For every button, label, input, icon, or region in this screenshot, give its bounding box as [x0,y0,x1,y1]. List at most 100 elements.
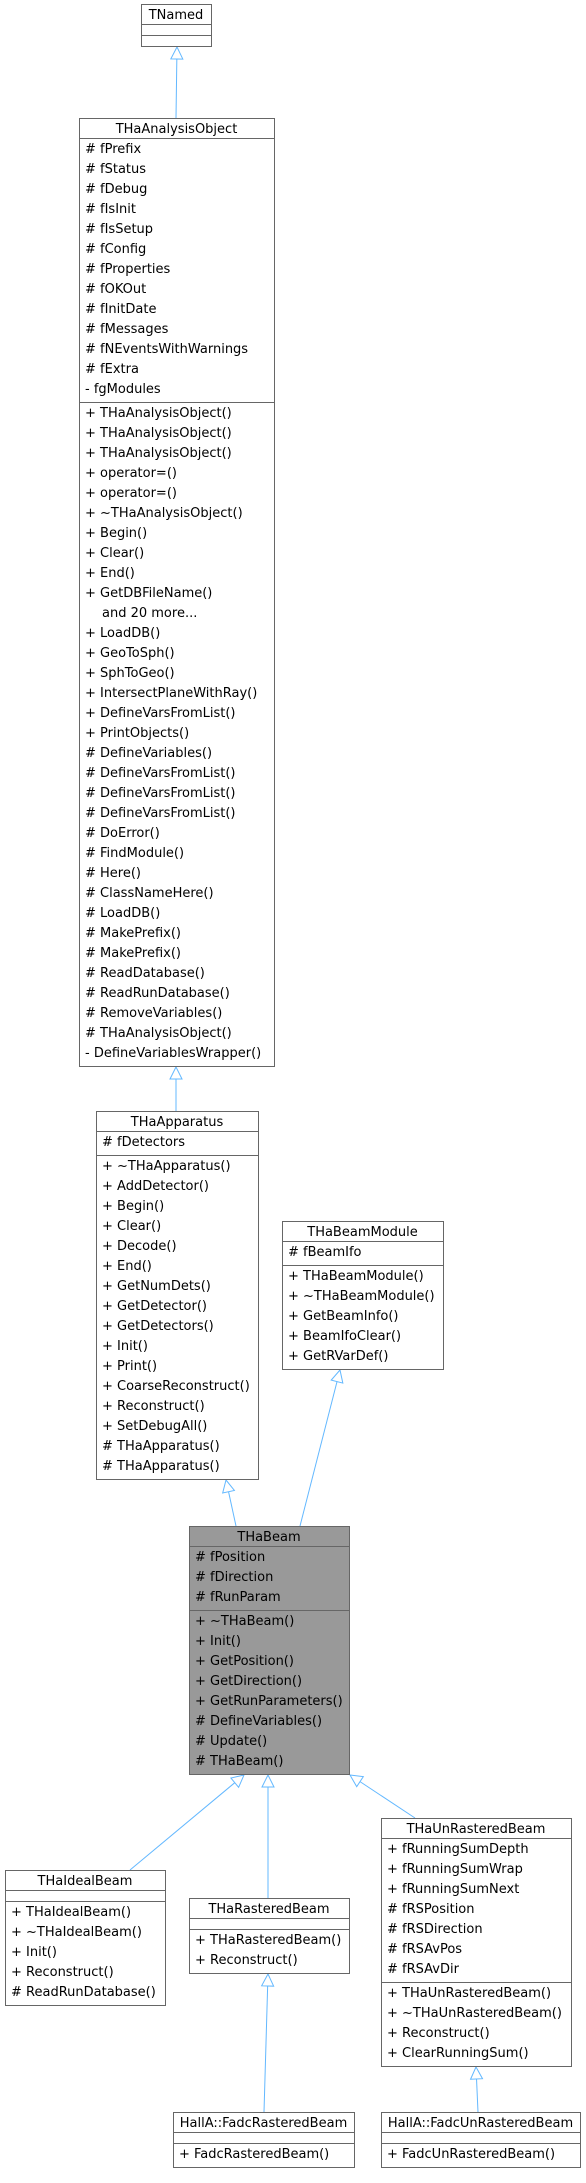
method-item[interactable]: + ~THaApparatus() [102,1159,231,1174]
method-item[interactable]: + GetDirection() [195,1674,302,1689]
method-item[interactable]: + Init() [195,1634,241,1649]
attribute-item[interactable]: # fPrefix [85,142,141,157]
method-item[interactable]: + Init() [11,1945,57,1960]
method-item[interactable]: + FadcUnRasteredBeam() [387,2147,555,2162]
method-item[interactable]: # DoError() [85,826,160,841]
method-item[interactable]: + THaRasteredBeam() [195,1933,341,1948]
method-item[interactable]: # THaBeam() [195,1754,283,1769]
attribute-item[interactable]: # fProperties [85,262,171,277]
attribute-item[interactable]: # fRSAvPos [387,1942,462,1957]
method-item[interactable]: # DefineVarsFromList() [85,806,236,821]
method-item[interactable]: + FadcRasteredBeam() [179,2147,329,2162]
method-item[interactable]: + THaAnalysisObject() [85,406,232,421]
attribute-item[interactable]: # fRSDirection [387,1922,483,1937]
class-node-thaidealbeam[interactable]: THaIdealBeam+ THaIdealBeam()+ ~THaIdealB… [5,1870,166,2006]
method-item[interactable]: + operator=() [85,486,177,501]
method-item[interactable]: + ~THaBeam() [195,1614,294,1629]
method-item[interactable]: # DefineVarsFromList() [85,766,236,781]
more-methods-link[interactable]: and 20 more... [102,606,197,621]
attribute-item[interactable]: # fDetectors [102,1135,185,1150]
class-node-fadcrasteredbeam[interactable]: HallA::FadcRasteredBeam+ FadcRasteredBea… [173,2112,355,2168]
method-item[interactable]: + SetDebugAll() [102,1419,207,1434]
method-item[interactable]: # LoadDB() [85,906,160,921]
method-item[interactable]: + GetPosition() [195,1654,294,1669]
attribute-item[interactable]: # fPosition [195,1550,265,1565]
attribute-item[interactable]: + fRunningSumDepth [387,1842,529,1857]
method-item[interactable]: # THaAnalysisObject() [85,1026,232,1041]
method-item[interactable]: + THaUnRasteredBeam() [387,1986,551,2001]
method-item[interactable]: + DefineVarsFromList() [85,706,236,721]
method-item[interactable]: + GetDetector() [102,1299,207,1314]
class-node-tharasteredbeam[interactable]: THaRasteredBeam+ THaRasteredBeam()+ Reco… [189,1898,350,1974]
attribute-item[interactable]: # fRunParam [195,1590,281,1605]
method-item[interactable]: # DefineVariables() [85,746,212,761]
method-item[interactable]: # THaApparatus() [102,1459,220,1474]
method-item[interactable]: + Init() [102,1339,148,1354]
method-item[interactable]: + THaBeamModule() [288,1269,424,1284]
method-item[interactable]: + THaIdealBeam() [11,1905,131,1920]
method-item[interactable]: + Reconstruct() [11,1965,114,1980]
method-item[interactable]: + BeamIfoClear() [288,1329,401,1344]
method-item[interactable]: # ReadRunDatabase() [11,1985,156,2000]
attribute-item[interactable]: # fStatus [85,162,146,177]
method-item[interactable]: + ~THaBeamModule() [288,1289,435,1304]
method-item[interactable]: + End() [85,566,135,581]
method-item[interactable]: + GetBeamInfo() [288,1309,399,1324]
method-item[interactable]: + CoarseReconstruct() [102,1379,250,1394]
method-item[interactable]: + GetNumDets() [102,1279,211,1294]
method-item[interactable]: # FindModule() [85,846,184,861]
method-item[interactable]: + ~THaIdealBeam() [11,1925,142,1940]
method-item[interactable]: # ClassNameHere() [85,886,214,901]
attribute-item[interactable]: # fDirection [195,1570,273,1585]
method-item[interactable]: + THaAnalysisObject() [85,426,232,441]
attribute-item[interactable]: + fRunningSumWrap [387,1862,523,1877]
method-item[interactable]: + GetDetectors() [102,1319,214,1334]
method-item[interactable]: + ~THaUnRasteredBeam() [387,2006,562,2021]
method-item[interactable]: + Reconstruct() [387,2026,490,2041]
method-item[interactable]: # Here() [85,866,141,881]
method-item[interactable]: + Print() [102,1359,157,1374]
method-item[interactable]: + End() [102,1259,152,1274]
method-item[interactable]: # DefineVarsFromList() [85,786,236,801]
method-item[interactable]: + PrintObjects() [85,726,189,741]
attribute-item[interactable]: # fIsSetup [85,222,153,237]
class-node-fadcunrasteredbeam[interactable]: HallA::FadcUnRasteredBeam+ FadcUnRastere… [381,2112,581,2168]
method-item[interactable]: + Clear() [102,1219,161,1234]
method-item[interactable]: + IntersectPlaneWithRay() [85,686,257,701]
attribute-item[interactable]: # fOKOut [85,282,146,297]
method-item[interactable]: + GeoToSph() [85,646,175,661]
method-item[interactable]: # ReadRunDatabase() [85,986,230,1001]
attribute-item[interactable]: # fExtra [85,362,139,377]
method-item[interactable]: + Decode() [102,1239,177,1254]
attribute-item[interactable]: - fgModules [85,382,161,397]
attribute-item[interactable]: # fDebug [85,182,147,197]
attribute-item[interactable]: # fMessages [85,322,169,337]
class-node-tnamed[interactable]: TNamed [141,4,212,47]
method-item[interactable]: # Update() [195,1734,267,1749]
method-item[interactable]: + AddDetector() [102,1179,209,1194]
class-node-thaanalysisobject[interactable]: THaAnalysisObject# fPrefix# fStatus# fDe… [79,118,275,1067]
method-item[interactable]: # THaApparatus() [102,1439,220,1454]
method-item[interactable]: + Begin() [85,526,147,541]
method-item[interactable]: + Clear() [85,546,144,561]
attribute-item[interactable]: # fConfig [85,242,146,257]
method-item[interactable]: + THaAnalysisObject() [85,446,232,461]
method-item[interactable]: + Reconstruct() [195,1953,298,1968]
method-item[interactable]: + operator=() [85,466,177,481]
attribute-item[interactable]: # fInitDate [85,302,156,317]
method-item[interactable]: # MakePrefix() [85,926,181,941]
method-item[interactable]: + GetRunParameters() [195,1694,343,1709]
method-item[interactable]: + GetDBFileName() [85,586,212,601]
class-node-thabeammodule[interactable]: THaBeamModule# fBeamIfo+ THaBeamModule()… [282,1221,444,1370]
class-node-thaunrasteredbeam[interactable]: THaUnRasteredBeam+ fRunningSumDepth+ fRu… [381,1818,572,2067]
attribute-item[interactable]: # fRSPosition [387,1902,475,1917]
attribute-item[interactable]: + fRunningSumNext [387,1882,519,1897]
method-item[interactable]: + ~THaAnalysisObject() [85,506,243,521]
method-item[interactable]: + Reconstruct() [102,1399,205,1414]
method-item[interactable]: # ReadDatabase() [85,966,205,981]
attribute-item[interactable]: # fBeamIfo [288,1245,362,1260]
method-item[interactable]: + SphToGeo() [85,666,175,681]
method-item[interactable]: # DefineVariables() [195,1714,322,1729]
method-item[interactable]: + GetRVarDef() [288,1349,388,1364]
method-item[interactable]: # RemoveVariables() [85,1006,222,1021]
